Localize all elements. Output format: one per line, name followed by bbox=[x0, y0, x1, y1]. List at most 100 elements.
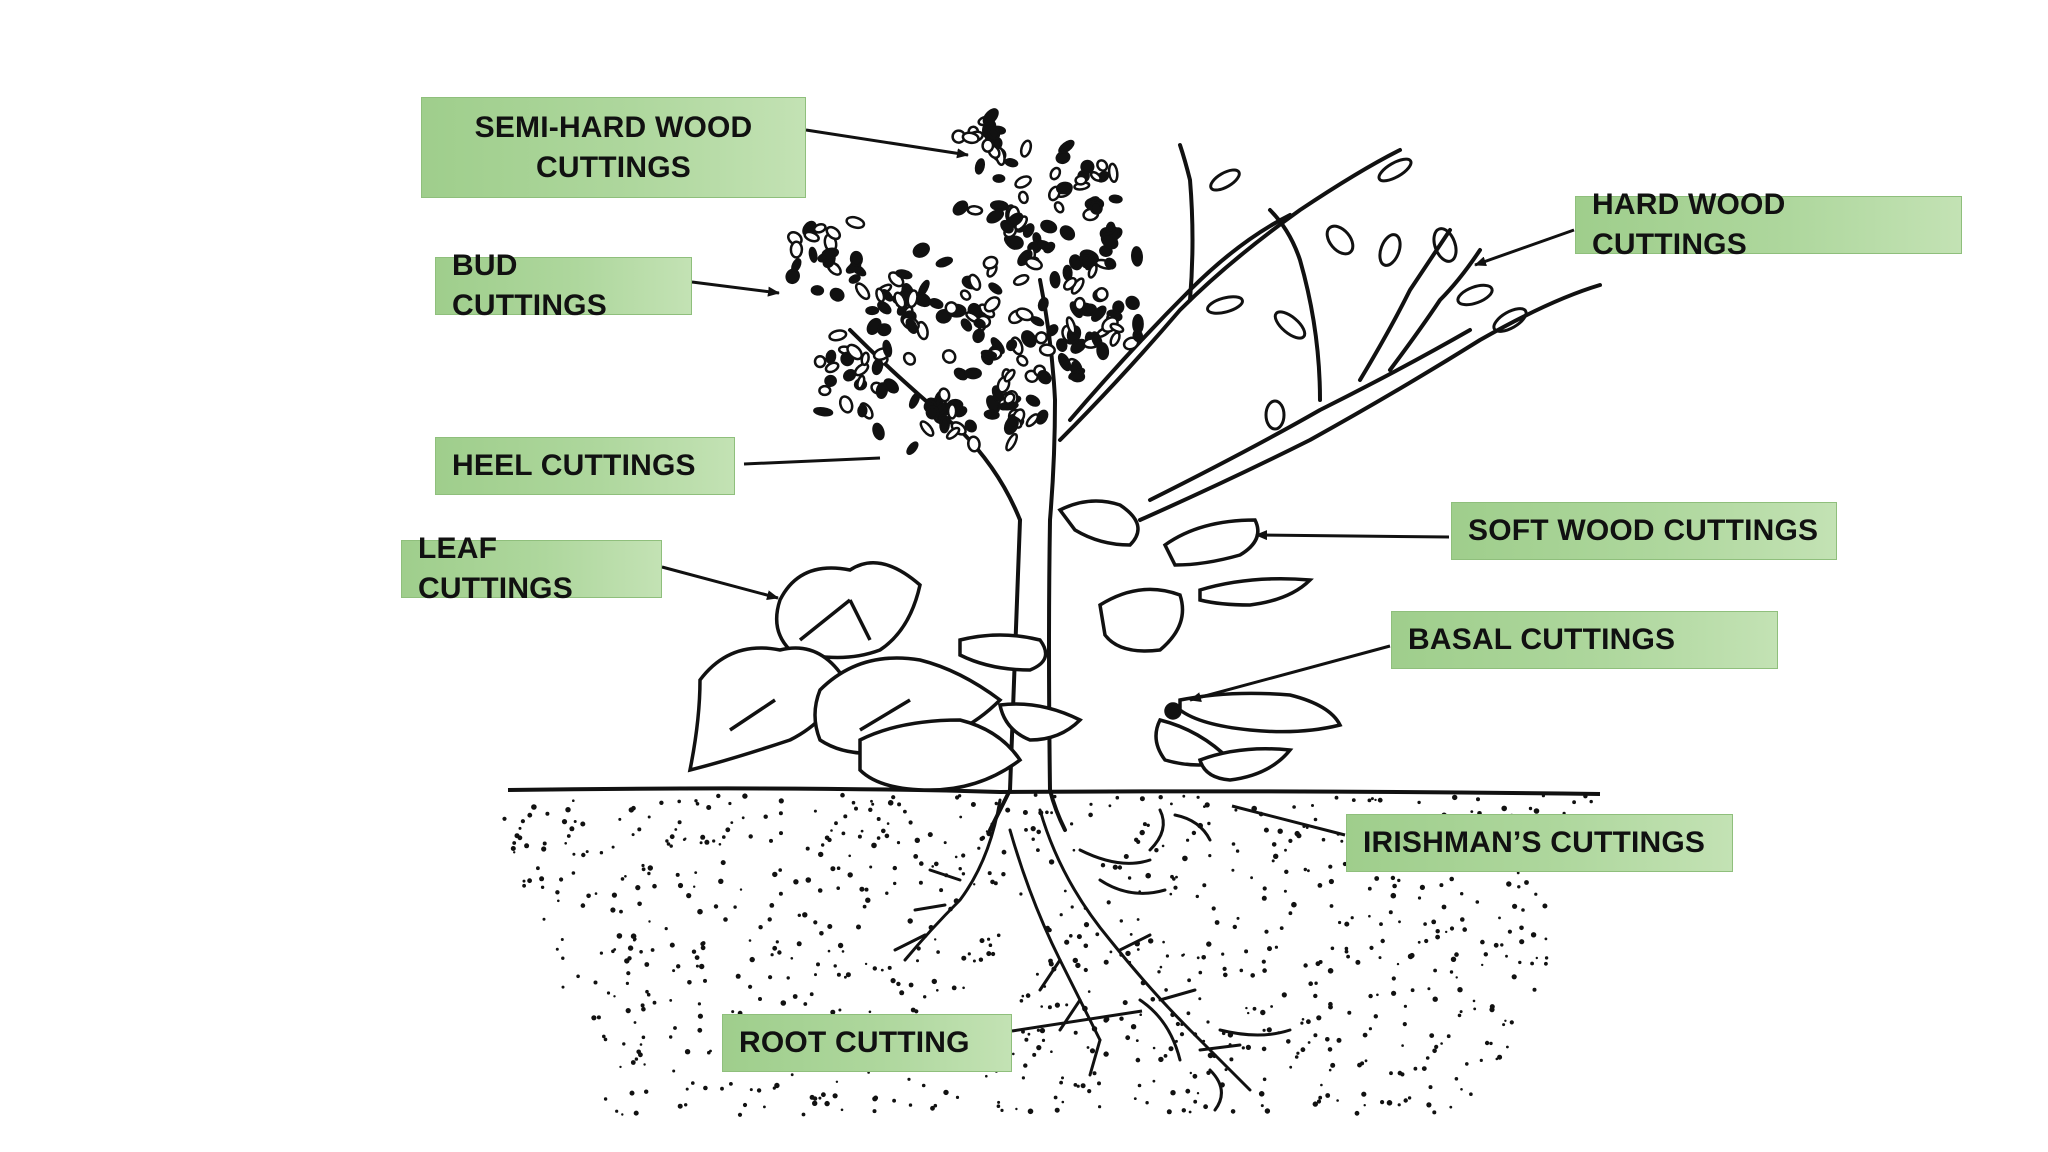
foliage-leaf bbox=[961, 131, 980, 145]
soil-dot bbox=[987, 871, 992, 876]
soil-dot bbox=[1070, 905, 1074, 909]
foliage-leaf bbox=[843, 369, 857, 382]
soil-dot bbox=[1392, 883, 1397, 889]
soil-dot bbox=[1479, 1058, 1483, 1062]
soil-dot bbox=[790, 1073, 794, 1077]
soil-dot bbox=[897, 802, 902, 807]
soil-dot bbox=[819, 931, 824, 936]
soil-dot bbox=[694, 799, 698, 803]
foliage-leaf bbox=[1062, 276, 1078, 291]
soil-dot bbox=[958, 867, 962, 871]
soil-dot bbox=[731, 1010, 735, 1014]
soil-dot bbox=[625, 1008, 631, 1014]
soil-dot bbox=[1236, 916, 1240, 920]
soil-dot bbox=[531, 804, 537, 810]
soil-dot bbox=[1462, 927, 1467, 932]
soil-dot bbox=[1346, 954, 1350, 959]
soil-dot bbox=[1239, 968, 1244, 973]
foliage-leaf bbox=[953, 367, 969, 381]
soil-dot bbox=[1039, 1027, 1046, 1034]
soil-dot bbox=[1109, 950, 1113, 954]
soil-dot bbox=[629, 1090, 635, 1096]
soil-dot bbox=[1329, 904, 1334, 908]
soil-dot bbox=[865, 897, 871, 903]
soil-dot bbox=[896, 981, 901, 987]
soil-dot bbox=[1001, 872, 1006, 877]
soil-dot bbox=[619, 909, 623, 914]
soil-dot bbox=[1334, 795, 1339, 800]
soil-dot bbox=[772, 1086, 776, 1090]
soil-dot bbox=[1033, 793, 1038, 797]
soil-dot bbox=[630, 1060, 636, 1065]
soil-dot bbox=[933, 1103, 938, 1108]
soil-dot bbox=[836, 866, 841, 870]
foliage-leaf bbox=[1017, 190, 1029, 205]
soil-dot bbox=[913, 854, 919, 859]
soil-dot bbox=[1368, 1027, 1372, 1031]
soil-dot bbox=[1501, 805, 1507, 812]
soil-dot bbox=[758, 925, 763, 930]
soil-dot bbox=[686, 893, 692, 899]
soil-dot bbox=[1397, 1103, 1401, 1107]
soil-dot bbox=[1145, 872, 1151, 879]
soil-dot bbox=[618, 817, 622, 821]
soil-dot bbox=[939, 888, 944, 893]
soil-dot bbox=[664, 927, 668, 931]
soil-dot bbox=[1432, 1110, 1437, 1115]
soil-dot bbox=[1425, 1056, 1430, 1060]
soil-dot bbox=[1048, 859, 1055, 865]
soil-dot bbox=[631, 805, 636, 811]
soil-dot bbox=[644, 962, 650, 967]
soil-dot bbox=[1182, 855, 1188, 862]
soil-dot bbox=[1455, 976, 1458, 979]
soil-dot bbox=[1134, 837, 1139, 842]
soil-dot bbox=[1204, 802, 1210, 808]
soil-dot bbox=[802, 912, 808, 918]
soil-dot bbox=[1296, 1051, 1300, 1055]
soil-dot bbox=[1048, 958, 1053, 964]
soil-dot bbox=[748, 984, 753, 989]
soil-dot bbox=[837, 942, 844, 949]
foliage-leaf bbox=[872, 422, 885, 441]
foliage-leaf bbox=[1016, 354, 1029, 367]
soil-dot bbox=[1152, 1046, 1156, 1050]
soil-dot bbox=[1511, 974, 1517, 980]
foliage-leaf bbox=[945, 426, 961, 440]
soil-dot bbox=[916, 959, 919, 963]
foliage-leaf bbox=[946, 402, 958, 420]
foliage-leaf bbox=[824, 361, 840, 374]
soil-dot bbox=[813, 920, 818, 925]
soil-dot bbox=[1173, 885, 1178, 890]
soil-dot bbox=[1441, 904, 1447, 910]
soil-dot bbox=[716, 793, 721, 799]
soil-dot bbox=[1544, 956, 1549, 960]
soil-dot bbox=[936, 989, 939, 992]
soil-dot bbox=[793, 879, 799, 885]
soil-dot bbox=[1472, 999, 1476, 1003]
soil-dot bbox=[1428, 1085, 1433, 1090]
soil-dot bbox=[1432, 1048, 1437, 1054]
soil-dot bbox=[775, 940, 779, 944]
soil-dot bbox=[1261, 959, 1266, 964]
soil-dot bbox=[1505, 954, 1508, 958]
soil-dot bbox=[780, 1000, 787, 1006]
soil-dot bbox=[1222, 966, 1227, 972]
soil-dot bbox=[923, 995, 927, 999]
foliage-leaf bbox=[964, 419, 977, 433]
soil-dot bbox=[580, 903, 586, 908]
soil-dot bbox=[674, 828, 678, 831]
soil-dot bbox=[824, 1100, 830, 1107]
soil-dot bbox=[1320, 1083, 1323, 1087]
foliage-leaf bbox=[906, 289, 919, 309]
soil-dot bbox=[993, 881, 998, 886]
soil-dot bbox=[1198, 970, 1203, 975]
soil-dot bbox=[1396, 962, 1400, 966]
soil-dot bbox=[739, 888, 743, 891]
soil-dot bbox=[1274, 945, 1278, 949]
soil-dot bbox=[1301, 1018, 1305, 1021]
soil-dot bbox=[749, 956, 755, 963]
soil-dot bbox=[1489, 1041, 1493, 1046]
soil-dot bbox=[1300, 1047, 1306, 1053]
soil-dot bbox=[728, 801, 732, 806]
soil-dot bbox=[633, 1021, 637, 1024]
